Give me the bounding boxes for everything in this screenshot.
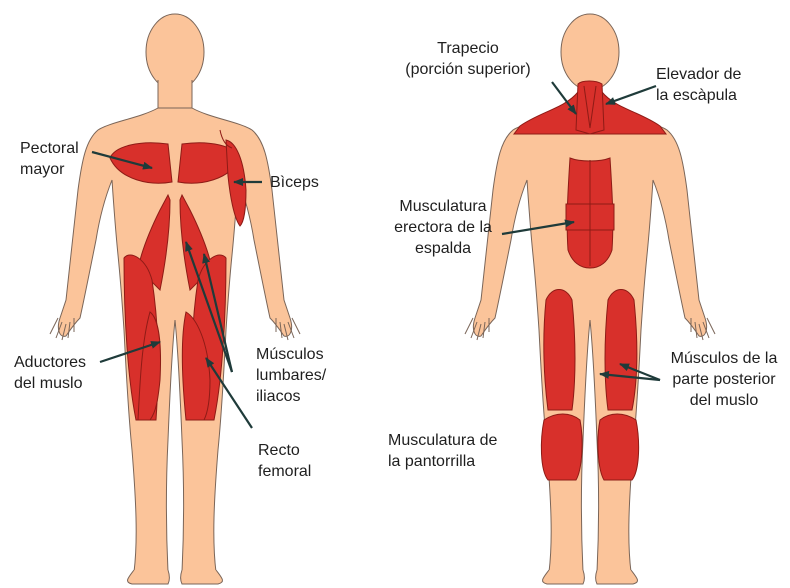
label-musculos-posterior: Músculos de la parte posterior del muslo <box>660 348 788 411</box>
label-aductores: Aductores del muslo <box>14 352 86 394</box>
front-body <box>50 14 300 584</box>
label-musculatura-erectora: Musculatura erectora de la espalda <box>378 196 508 259</box>
calf-right-shape <box>598 414 639 480</box>
label-pectoral-mayor: Pectoral mayor <box>20 138 79 180</box>
label-elevador-escapula: Elevador de la escàpula <box>656 64 741 106</box>
arrow-elevador <box>606 86 656 104</box>
label-musculatura-pantorrilla: Musculatura de la pantorrilla <box>388 430 497 472</box>
label-trapecio: Trapecio (porción superior) <box>384 38 552 80</box>
calf-left-shape <box>541 414 582 480</box>
label-biceps: Bìceps <box>270 172 319 193</box>
label-musculos-lumbares: Músculos lumbares/ iliacos <box>256 344 326 407</box>
hamstring-right-shape <box>605 290 637 411</box>
hamstring-left-shape <box>544 290 575 411</box>
label-recto-femoral: Recto femoral <box>258 440 311 482</box>
